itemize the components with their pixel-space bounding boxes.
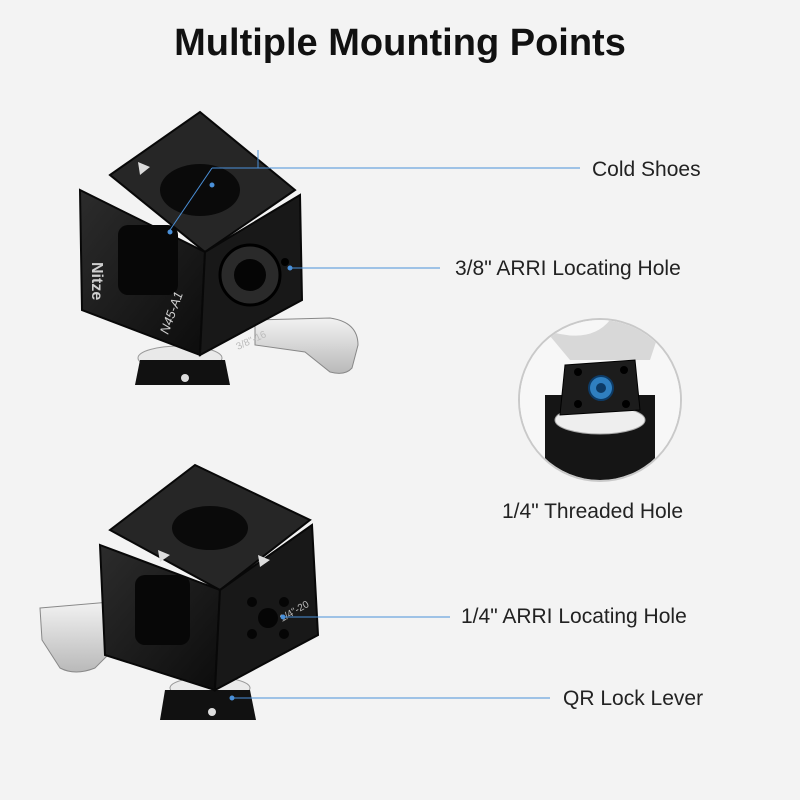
top-mount-cube: Nitze N45-A1 3/8"-16 bbox=[78, 110, 359, 385]
bottom-mount-cube: 1/4"-20 bbox=[39, 463, 320, 720]
brand-engraving: Nitze bbox=[88, 262, 105, 300]
label-cold-shoes: Cold Shoes bbox=[592, 158, 701, 181]
page-title: Multiple Mounting Points bbox=[174, 22, 626, 64]
label-threaded-14: 1/4" Threaded Hole bbox=[502, 500, 684, 523]
label-arri-38: 3/8" ARRI Locating Hole bbox=[455, 257, 681, 280]
threaded-hole-zoom bbox=[518, 318, 682, 482]
leader-lines bbox=[167, 150, 580, 701]
label-arri-14: 1/4" ARRI Locating Hole bbox=[461, 605, 687, 628]
label-qr-lock: QR Lock Lever bbox=[563, 687, 704, 710]
